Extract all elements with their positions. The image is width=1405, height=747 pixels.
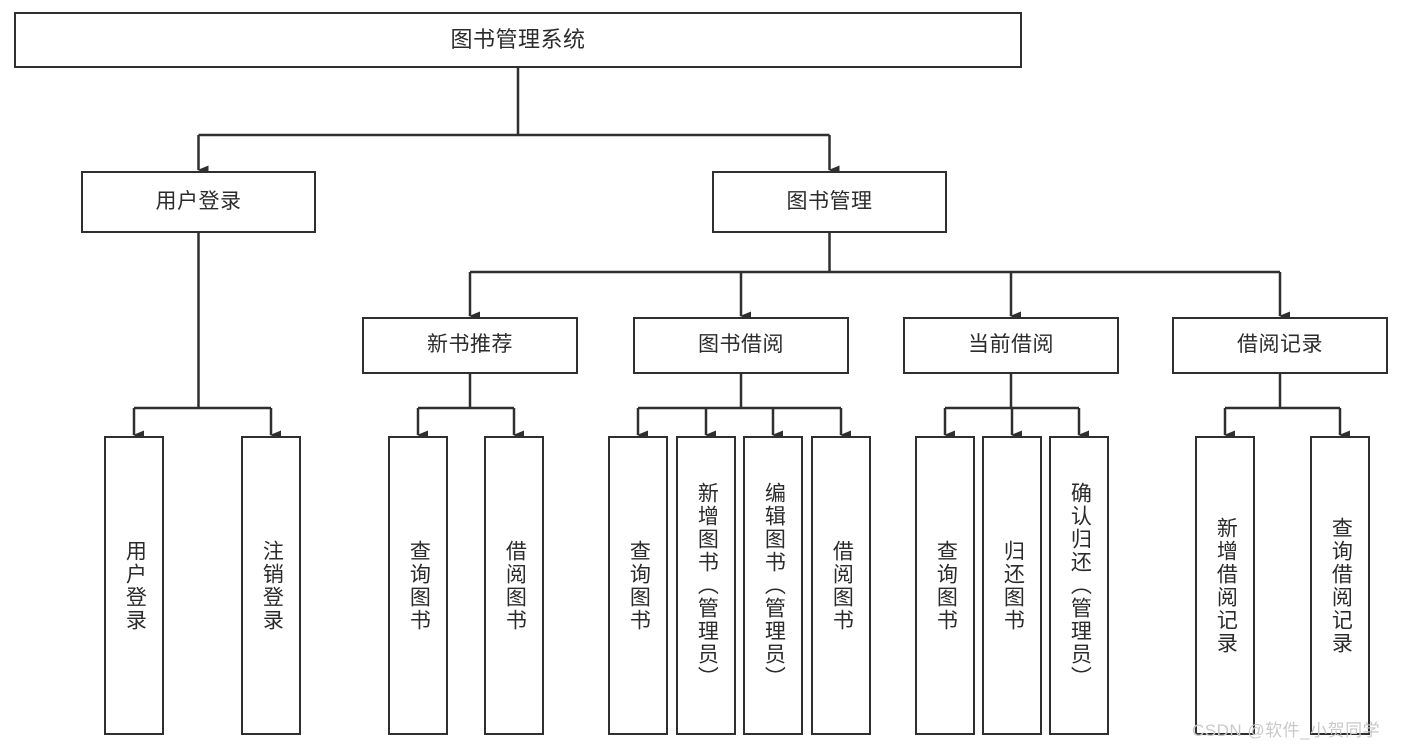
node-leaf-add-book[interactable]: 新增图书（管理员） <box>676 436 736 735</box>
csdn-watermark: CSDN @软件_小贺同学 <box>1192 721 1381 740</box>
node-leaf-confirm-return[interactable]: 确认归还（管理员） <box>1049 436 1109 735</box>
node-leaf-user-login[interactable]: 用户登录 <box>104 436 164 735</box>
node-label: 编辑图书（管理员） <box>762 482 786 689</box>
node-label: 借阅记录 <box>1237 333 1323 357</box>
node-book-manage[interactable]: 图书管理 <box>712 171 947 233</box>
node-leaf-query-book-new[interactable]: 查询图书 <box>388 436 448 735</box>
node-label: 查询图书 <box>627 539 651 632</box>
node-label: 图书管理 <box>786 189 873 213</box>
node-leaf-borrow-book[interactable]: 借阅图书 <box>811 436 871 735</box>
node-label: 当前借阅 <box>968 333 1054 357</box>
node-new-book-recommend[interactable]: 新书推荐 <box>362 317 578 374</box>
node-current-borrow[interactable]: 当前借阅 <box>903 317 1119 374</box>
node-label: 图书借阅 <box>698 333 784 357</box>
node-label: 查询图书 <box>934 539 958 632</box>
node-label: 确认归还（管理员） <box>1068 482 1092 689</box>
node-label: 图书管理系统 <box>450 27 586 53</box>
node-label: 注销登录 <box>260 539 284 632</box>
node-label: 查询借阅记录 <box>1329 516 1353 655</box>
node-label: 查询图书 <box>407 539 431 632</box>
node-leaf-edit-book[interactable]: 编辑图书（管理员） <box>743 436 803 735</box>
node-label: 借阅图书 <box>503 539 527 632</box>
node-leaf-borrow-book-new[interactable]: 借阅图书 <box>484 436 544 735</box>
node-leaf-add-record[interactable]: 新增借阅记录 <box>1195 436 1255 735</box>
node-leaf-query-book-borrow[interactable]: 查询图书 <box>608 436 668 735</box>
node-leaf-query-record[interactable]: 查询借阅记录 <box>1310 436 1370 735</box>
node-user-login[interactable]: 用户登录 <box>81 171 316 233</box>
node-root[interactable]: 图书管理系统 <box>14 12 1022 68</box>
node-leaf-return-book[interactable]: 归还图书 <box>982 436 1042 735</box>
node-leaf-logout[interactable]: 注销登录 <box>241 436 301 735</box>
node-label: 新增图书（管理员） <box>695 482 719 689</box>
node-leaf-query-book-current[interactable]: 查询图书 <box>915 436 975 735</box>
node-label: 借阅图书 <box>830 539 854 632</box>
node-label: 用户登录 <box>123 539 147 632</box>
node-label: 新增借阅记录 <box>1214 516 1238 655</box>
node-label: 用户登录 <box>155 189 242 213</box>
node-book-borrow[interactable]: 图书借阅 <box>633 317 849 374</box>
node-label: 归还图书 <box>1001 539 1025 632</box>
node-borrow-record[interactable]: 借阅记录 <box>1172 317 1388 374</box>
node-label: 新书推荐 <box>427 333 513 357</box>
